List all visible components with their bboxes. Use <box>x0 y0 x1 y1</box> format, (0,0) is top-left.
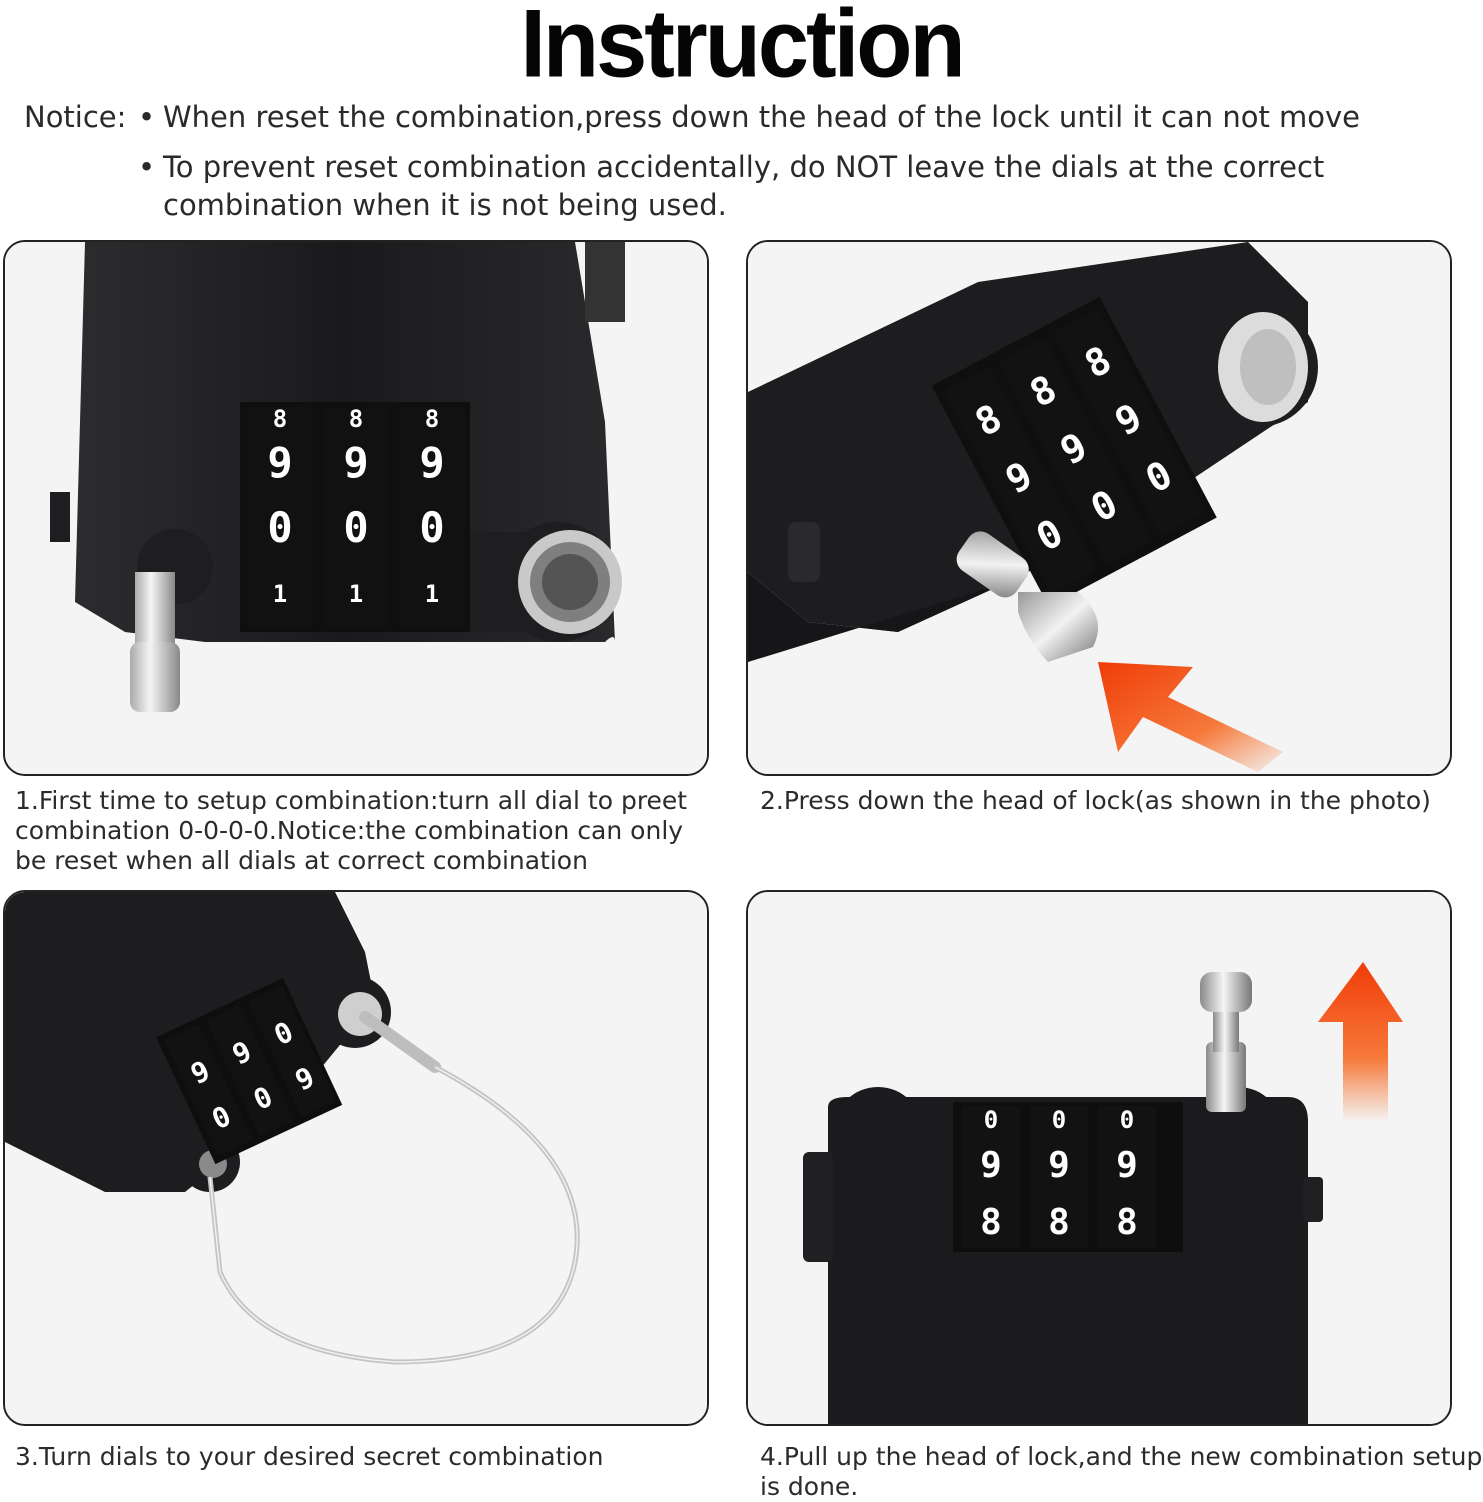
dial-digit: 0 <box>984 1106 998 1134</box>
dial-digit: 8 <box>1048 1202 1070 1243</box>
step-3-photo: 9 9 0 0 0 9 <box>3 890 709 1426</box>
bullet-dot: • <box>138 100 156 134</box>
lock-front-illustration: 9 9 9 0 0 0 8 8 8 1 1 1 <box>5 242 707 774</box>
dial-digit: 9 <box>267 438 292 487</box>
step-2-photo: 8 8 8 9 9 9 0 0 0 <box>746 240 1452 776</box>
dial-digit: 0 <box>343 503 368 552</box>
dial-digit: 0 <box>1120 1106 1134 1134</box>
dial-digit: 9 <box>980 1145 1002 1186</box>
dial-digit: 9 <box>343 438 368 487</box>
step-4-photo: 0 0 0 9 9 9 8 8 8 <box>746 890 1452 1426</box>
notice-label: Notice: <box>24 100 127 134</box>
dial-group: 8 8 8 9 9 9 0 0 0 <box>931 296 1217 607</box>
dial-digit: 1 <box>349 580 363 608</box>
dial-digit: 8 <box>273 405 287 433</box>
dial-digit: 8 <box>349 405 363 433</box>
step-2-caption: 2.Press down the head of lock(as shown i… <box>760 786 1431 815</box>
dial-group: 0 0 0 9 9 9 8 8 8 <box>953 1102 1183 1252</box>
dial-digit: 9 <box>1116 1145 1138 1186</box>
dial-digit: 9 <box>1048 1145 1070 1186</box>
dial-digit: 0 <box>267 503 292 552</box>
lock-cable-illustration: 9 9 0 0 0 9 <box>5 892 707 1424</box>
dial-digit: 8 <box>1116 1202 1138 1243</box>
notice-item: When reset the combination,press down th… <box>163 100 1361 134</box>
dial-digit: 8 <box>980 1202 1002 1243</box>
dial-digit: 8 <box>425 405 439 433</box>
arrow-up-icon <box>1318 962 1403 1122</box>
page-title: Instruction <box>520 0 965 98</box>
bullet-dot: • <box>138 150 156 184</box>
dial-group: 9 9 0 0 0 9 <box>156 978 343 1165</box>
step-1-caption: 1.First time to setup combination:turn a… <box>15 786 688 875</box>
lock-press-illustration: 8 8 8 9 9 9 0 0 0 <box>748 242 1450 774</box>
dial-digit: 0 <box>419 503 444 552</box>
step-1-photo: 9 9 9 0 0 0 8 8 8 1 1 1 <box>3 240 709 776</box>
dial-digit: 0 <box>1052 1106 1066 1134</box>
dial-group: 9 9 9 0 0 0 8 8 8 1 1 1 <box>240 402 470 632</box>
lock-pull-illustration: 0 0 0 9 9 9 8 8 8 <box>748 892 1450 1424</box>
lock-pin <box>1200 972 1252 1112</box>
dial-digit: 1 <box>425 580 439 608</box>
dial-digit: 9 <box>419 438 444 487</box>
lock-pin <box>956 531 1098 662</box>
step-4-caption: 4.Pull up the head of lock,and the new c… <box>760 1442 1483 1501</box>
dial-digit: 1 <box>273 580 287 608</box>
arrow-up-left-icon <box>1098 662 1283 772</box>
notice-item: To prevent reset combination accidentall… <box>163 150 1325 222</box>
steel-cable <box>207 1011 580 1365</box>
step-3-caption: 3.Turn dials to your desired secret comb… <box>15 1442 604 1471</box>
